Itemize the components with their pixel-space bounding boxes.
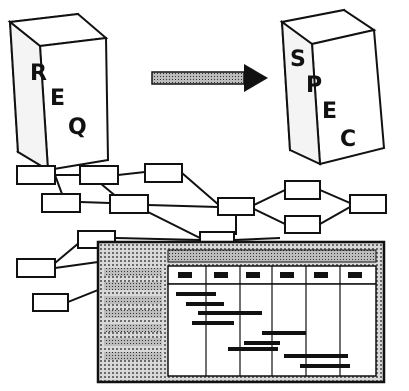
gantt-task-bar: [262, 331, 306, 335]
network-node: [285, 216, 320, 233]
network-node: [218, 198, 254, 215]
network-edge: [80, 202, 110, 203]
spec-letter-s: S: [290, 47, 306, 72]
network-node: [17, 259, 55, 277]
network-node: [285, 181, 320, 199]
network-node: [80, 166, 118, 184]
req-letter-r: R: [30, 61, 47, 86]
network-node: [350, 195, 386, 213]
network-edge: [118, 172, 145, 175]
spec-document-book: S P E C: [282, 10, 384, 164]
network-edge: [55, 242, 80, 263]
spec-letter-e: E: [322, 99, 337, 124]
gantt-task-bar: [192, 321, 234, 325]
network-edge: [254, 190, 285, 205]
gantt-chart-panel: [98, 242, 384, 382]
gantt-task-bar: [228, 347, 278, 351]
req-document-book: R E Q: [10, 14, 108, 170]
network-edge: [148, 205, 218, 207]
gantt-task-bar: [198, 311, 262, 315]
network-node: [33, 294, 68, 311]
req-letter-q: Q: [68, 115, 87, 140]
gantt-task-bar: [176, 292, 216, 296]
network-edge: [115, 238, 200, 240]
spec-letter-p: P: [306, 73, 322, 98]
network-edge: [68, 290, 98, 302]
gantt-task-bar: [244, 341, 280, 345]
network-edge: [148, 212, 200, 238]
network-node: [145, 164, 182, 182]
req-letter-e: E: [50, 86, 65, 111]
network-edge: [234, 238, 280, 240]
network-edge: [320, 190, 350, 203]
network-edge: [55, 175, 62, 194]
network-edge: [320, 207, 350, 224]
network-node: [17, 166, 55, 184]
gantt-task-bar: [284, 354, 348, 358]
gantt-task-bar: [300, 364, 350, 368]
network-node: [110, 195, 148, 213]
network-edge: [55, 262, 98, 268]
network-edge: [182, 173, 220, 206]
network-node: [42, 194, 80, 212]
spec-letter-c: C: [340, 127, 356, 152]
gantt-task-bar: [186, 302, 224, 306]
right-arrow-icon: [152, 64, 268, 92]
network-edge: [254, 209, 285, 224]
